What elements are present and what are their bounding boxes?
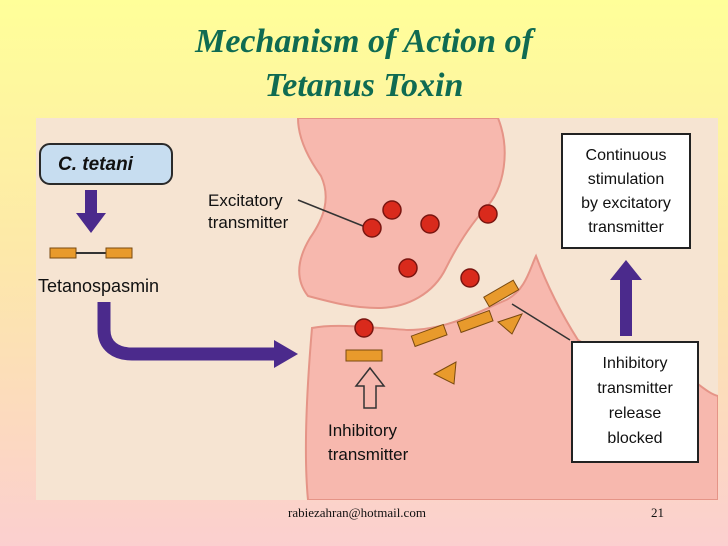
excitatory-label-line1: Excitatory xyxy=(208,191,283,210)
vesicle xyxy=(478,204,498,224)
c-tetani-box xyxy=(39,143,173,185)
down-arrow-shaft xyxy=(85,190,97,214)
blocked-line4: blocked xyxy=(607,430,662,447)
result-line3: by excitatory xyxy=(581,195,671,212)
blocked-line3: release xyxy=(609,405,662,422)
inhibitory-label-line1: Inhibitory xyxy=(328,421,397,440)
blocked-line2: transmitter xyxy=(597,380,673,397)
vesicle xyxy=(382,200,402,220)
result-arrow-shaft xyxy=(620,278,632,336)
footer-email: rabiezahran@hotmail.com xyxy=(288,505,426,520)
receptor-block xyxy=(345,349,383,362)
vesicle xyxy=(420,214,440,234)
title-line-2: Tetanus Toxin xyxy=(264,67,464,104)
curved-arrow-path xyxy=(97,302,276,361)
inhibitory-up-arrow xyxy=(354,366,386,409)
vesicle xyxy=(362,218,382,238)
excitatory-pointer xyxy=(297,199,369,229)
transmitter-triangle xyxy=(497,313,523,335)
vesicle xyxy=(398,258,418,278)
vesicle xyxy=(460,268,480,288)
blocked-pointer xyxy=(511,303,571,341)
result-line2: stimulation xyxy=(588,171,664,188)
page-number: 21 xyxy=(651,505,664,520)
blocked-line1: Inhibitory xyxy=(603,355,668,372)
transmitter-triangle xyxy=(432,361,457,385)
title-line-1: Mechanism of Action of xyxy=(195,23,533,60)
excitatory-label-line2: transmitter xyxy=(208,213,289,232)
result-line1: Continuous xyxy=(586,147,667,164)
tetanospasmin-label: Tetanospasmin xyxy=(38,276,159,296)
toxin-fragment-right xyxy=(105,247,133,259)
result-arrow-head xyxy=(610,260,642,280)
c-tetani-label: C. tetani xyxy=(58,154,134,175)
blocked-box xyxy=(571,341,699,463)
receptor-block xyxy=(410,323,448,348)
result-line4: transmitter xyxy=(588,219,664,236)
tetanus-mechanism-diagram: C. tetani Tetanospasmin Excitatory trans… xyxy=(36,118,718,500)
receptor-block xyxy=(483,279,520,308)
curved-arrow-head xyxy=(274,340,298,368)
slide-title: Mechanism of Action of Tetanus Toxin xyxy=(0,20,728,108)
inhibitory-label-line2: transmitter xyxy=(328,445,409,464)
vesicle xyxy=(354,318,374,338)
toxin-fragment-left xyxy=(49,247,77,259)
result-box xyxy=(561,133,691,249)
receptor-block xyxy=(456,309,494,334)
down-arrow-head xyxy=(76,213,106,233)
